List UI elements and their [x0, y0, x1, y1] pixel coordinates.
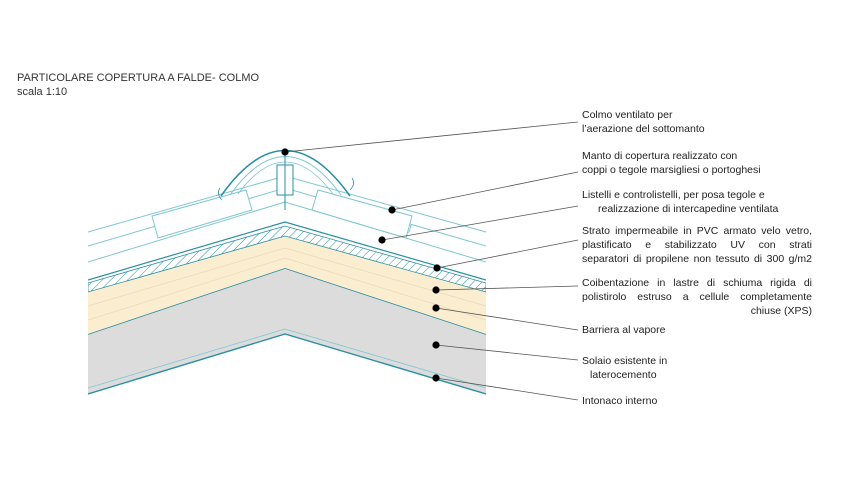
label-coibentazione-line-2: polistirolo estruso a cellule completame… — [582, 291, 812, 303]
label-colmo-line-2: l’aerazione del sottomanto — [582, 123, 705, 135]
label-intonaco: Intonaco interno — [582, 394, 812, 408]
dot-manto — [388, 206, 396, 214]
leader-colmo — [284, 121, 579, 153]
label-listelli-line-2: realizzazione di intercapedine ventilata — [598, 203, 779, 215]
insulation-layer — [88, 236, 486, 334]
label-strato: Strato impermeabile in PVC armato velo v… — [582, 224, 812, 266]
label-solaio: Solaio esistente in laterocemento — [582, 354, 812, 382]
label-listelli: Listelli e controlistelli, per posa tego… — [582, 188, 812, 216]
plaster-line — [88, 333, 486, 395]
label-strato-line-1: Strato impermeabile in PVC armato velo v… — [582, 225, 812, 237]
dot-coibentazione — [432, 286, 440, 294]
dot-intonaco — [432, 374, 440, 382]
dot-listelli — [378, 236, 386, 244]
label-strato-line-2: plastificato e stabilizzato UV con strat… — [582, 239, 812, 251]
leader-intonaco — [435, 377, 579, 401]
leader-manto — [391, 171, 579, 211]
drawing-title: PARTICOLARE COPERTURA A FALDE- COLMO — [17, 72, 260, 84]
label-solaio-line-2: laterocemento — [590, 369, 657, 381]
label-manto: Manto di copertura realizzato con coppi … — [582, 149, 812, 177]
leader-solaio — [435, 344, 579, 361]
waterproof-membrane-layer — [88, 225, 486, 293]
slab-layer — [88, 268, 486, 394]
dot-strato — [433, 264, 441, 272]
leader-strato — [436, 239, 579, 269]
leader-coibentazione — [435, 285, 579, 291]
label-coibentazione-line-1: Coibentazione in lastre di schiuma rigid… — [582, 277, 812, 289]
dot-barriera — [432, 304, 440, 312]
label-coibentazione-line-3: chiuse (XPS) — [750, 305, 812, 317]
label-listelli-line-1: Listelli e controlistelli, per posa tego… — [582, 189, 765, 201]
dot-solaio — [432, 341, 440, 349]
label-manto-line-1: Manto di copertura realizzato con — [582, 150, 738, 162]
leader-listelli — [381, 205, 579, 241]
label-manto-line-2: coppi o tegole marsigliesi o portoghesi — [582, 164, 761, 176]
label-coibentazione: Coibentazione in lastre di schiuma rigid… — [582, 276, 812, 318]
label-intonaco-line-1: Intonaco interno — [582, 395, 658, 407]
label-colmo: Colmo ventilato per l’aerazione del sott… — [582, 108, 812, 136]
drawing-scale: scala 1:10 — [17, 86, 68, 98]
label-barriera: Barriera al vapore — [582, 323, 812, 337]
label-solaio-line-1: Solaio esistente in — [582, 355, 668, 367]
tile-left — [151, 189, 253, 239]
label-colmo-line-1: Colmo ventilato per — [582, 109, 673, 121]
tile-right — [311, 189, 413, 239]
label-barriera-line-1: Barriera al vapore — [582, 324, 666, 336]
label-strato-line-3: separatori di propilene non tessuto di 3… — [582, 253, 812, 265]
dot-colmo — [281, 148, 289, 156]
leader-barriera — [435, 307, 579, 331]
